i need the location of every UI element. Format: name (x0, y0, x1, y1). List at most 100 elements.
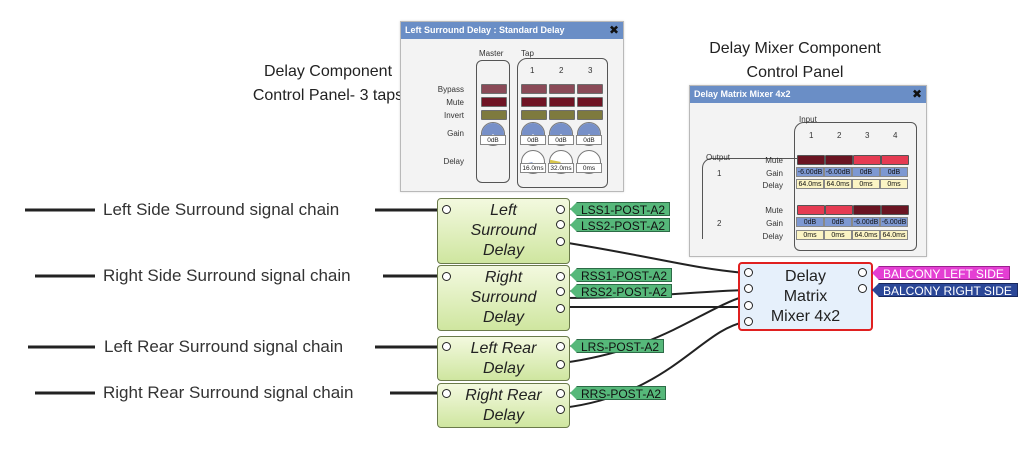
delay-control-panel: Left Surround Delay : Standard Delay ✖ M… (400, 21, 624, 192)
out2-in4-mute-button[interactable] (881, 205, 909, 215)
tap3-mute-button[interactable] (577, 97, 603, 107)
output-pin-3[interactable] (556, 304, 565, 313)
tap3-delay-value[interactable]: 0ms (576, 163, 602, 173)
out1-in1-gain[interactable]: -6.00dB (796, 167, 824, 177)
out2-in1-delay[interactable]: 0ms (796, 230, 824, 240)
tap1-bypass-button[interactable] (521, 84, 547, 94)
tag-lss1[interactable]: LSS1-POST-A2 (570, 202, 671, 216)
master-invert-button[interactable] (481, 110, 507, 120)
input-pin[interactable] (442, 342, 451, 351)
tap2-mute-button[interactable] (549, 97, 575, 107)
master-group (476, 60, 510, 183)
output-pin-3[interactable] (556, 237, 565, 246)
out2-in2-mute-button[interactable] (825, 205, 853, 215)
out1-in2-gain[interactable]: -6.00dB (824, 167, 852, 177)
tap1-delay-value[interactable]: 16.0ms (520, 163, 546, 173)
tap2-delay-knob[interactable]: 32.0ms (548, 150, 574, 174)
out2-in3-mute-button[interactable] (853, 205, 881, 215)
mixer-input-pin-1[interactable] (744, 268, 753, 277)
tap2-gain-value[interactable]: 0dB (548, 135, 574, 145)
out1-in4-delay[interactable]: 0ms (880, 179, 908, 189)
tap2-invert-button[interactable] (549, 110, 575, 120)
out1-in2-mute-button[interactable] (825, 155, 853, 165)
tap3-invert-button[interactable] (577, 110, 603, 120)
mixer-panel-title-bar[interactable]: Delay Matrix Mixer 4x2 ✖ (690, 86, 926, 103)
output-pin-2[interactable] (556, 220, 565, 229)
mixer-annotation-line2: Control Panel (746, 64, 844, 81)
out2-in4-gain[interactable]: -6.00dB (880, 217, 908, 227)
tag-balcony-right-side[interactable]: BALCONY RIGHT SIDE (872, 283, 1018, 297)
mixer-title-line1: Delay (785, 267, 826, 285)
tap1-delay-knob[interactable]: 16.0ms (520, 150, 546, 174)
input-pin[interactable] (442, 389, 451, 398)
out2-in2-gain[interactable]: 0dB (824, 217, 852, 227)
tap3-gain-value[interactable]: 0dB (576, 135, 602, 145)
mixer-panel-title: Delay Matrix Mixer 4x2 (694, 89, 791, 99)
bypass-row-label: Bypass (437, 85, 464, 94)
close-icon[interactable]: ✖ (608, 23, 619, 37)
tap1-mute-button[interactable] (521, 97, 547, 107)
tap3-delay-knob[interactable]: 0ms (576, 150, 602, 174)
tap2-gain-knob[interactable]: 0dB (548, 122, 574, 146)
tap3-gain-knob[interactable]: 0dB (576, 122, 602, 146)
tap1-gain-value[interactable]: 0dB (520, 135, 546, 145)
master-gain-value[interactable]: 0dB (480, 135, 506, 145)
tag-balcony-left-side[interactable]: BALCONY LEFT SIDE (872, 266, 1010, 280)
tag-rrs[interactable]: RRS-POST-A2 (570, 386, 667, 400)
block-title-line2: Delay (483, 406, 524, 424)
output-pin-1[interactable] (556, 272, 565, 281)
mixer-input-pin-3[interactable] (744, 301, 753, 310)
mixer-output-pin-1[interactable] (858, 268, 867, 277)
tap-number-1: 1 (530, 66, 535, 75)
mixer-input-pin-4[interactable] (744, 317, 753, 326)
input-pin[interactable] (442, 205, 451, 214)
out1-in2-delay[interactable]: 64.0ms (824, 179, 852, 189)
mixer-title-line2: Matrix (783, 287, 828, 305)
out1-in4-gain[interactable]: 0dB (880, 167, 908, 177)
out1-in1-mute-button[interactable] (797, 155, 825, 165)
out2-in4-delay[interactable]: 64.0ms (880, 230, 908, 240)
output-pin-1[interactable] (556, 342, 565, 351)
tap2-delay-value[interactable]: 32.0ms (548, 163, 574, 173)
master-bypass-button[interactable] (481, 84, 507, 94)
mixer-output-pin-2[interactable] (858, 284, 867, 293)
out2-mute-label: Mute (765, 206, 783, 215)
out1-in4-mute-button[interactable] (881, 155, 909, 165)
output-pin-1[interactable] (556, 205, 565, 214)
tap-label: Tap (521, 49, 534, 58)
tag-rss2[interactable]: RSS2-POST-A2 (570, 284, 673, 298)
tag-rss1[interactable]: RSS1-POST-A2 (570, 268, 673, 282)
block-title: Left Surround Delay (456, 201, 551, 261)
tap2-bypass-button[interactable] (549, 84, 575, 94)
right-rear-delay-block[interactable]: Right Rear Delay (437, 383, 570, 428)
master-gain-knob[interactable]: 0dB (480, 122, 506, 146)
output-pin-2[interactable] (556, 360, 565, 369)
out1-in3-delay[interactable]: 0ms (852, 179, 880, 189)
out1-in1-delay[interactable]: 64.0ms (796, 179, 824, 189)
out2-in1-gain[interactable]: 0dB (796, 217, 824, 227)
left-rear-delay-block[interactable]: Left Rear Delay (437, 336, 570, 381)
out1-in3-mute-button[interactable] (853, 155, 881, 165)
out2-in1-mute-button[interactable] (797, 205, 825, 215)
tag-lss2[interactable]: LSS2-POST-A2 (570, 218, 671, 232)
out1-in3-gain[interactable]: 0dB (852, 167, 880, 177)
close-icon[interactable]: ✖ (911, 87, 922, 101)
output-pin-2[interactable] (556, 287, 565, 296)
out2-in3-delay[interactable]: 64.0ms (852, 230, 880, 240)
input-pin[interactable] (442, 272, 451, 281)
out2-in3-gain[interactable]: -6.00dB (852, 217, 880, 227)
output-pin-1[interactable] (556, 389, 565, 398)
delay-matrix-mixer-block[interactable]: Delay Matrix Mixer 4x2 (738, 262, 873, 331)
tag-lrs[interactable]: LRS-POST-A2 (570, 339, 665, 353)
delay-panel-title-bar[interactable]: Left Surround Delay : Standard Delay ✖ (401, 22, 623, 39)
tap1-invert-button[interactable] (521, 110, 547, 120)
mixer-input-pin-2[interactable] (744, 284, 753, 293)
right-surround-delay-block[interactable]: Right Surround Delay (437, 265, 570, 331)
out2-in2-delay[interactable]: 0ms (824, 230, 852, 240)
output-pin-2[interactable] (556, 405, 565, 414)
left-surround-delay-block[interactable]: Left Surround Delay (437, 198, 570, 264)
master-mute-button[interactable] (481, 97, 507, 107)
tap1-gain-knob[interactable]: 0dB (520, 122, 546, 146)
tap3-bypass-button[interactable] (577, 84, 603, 94)
signal-chain-label-3: Left Rear Surround signal chain (104, 337, 344, 356)
